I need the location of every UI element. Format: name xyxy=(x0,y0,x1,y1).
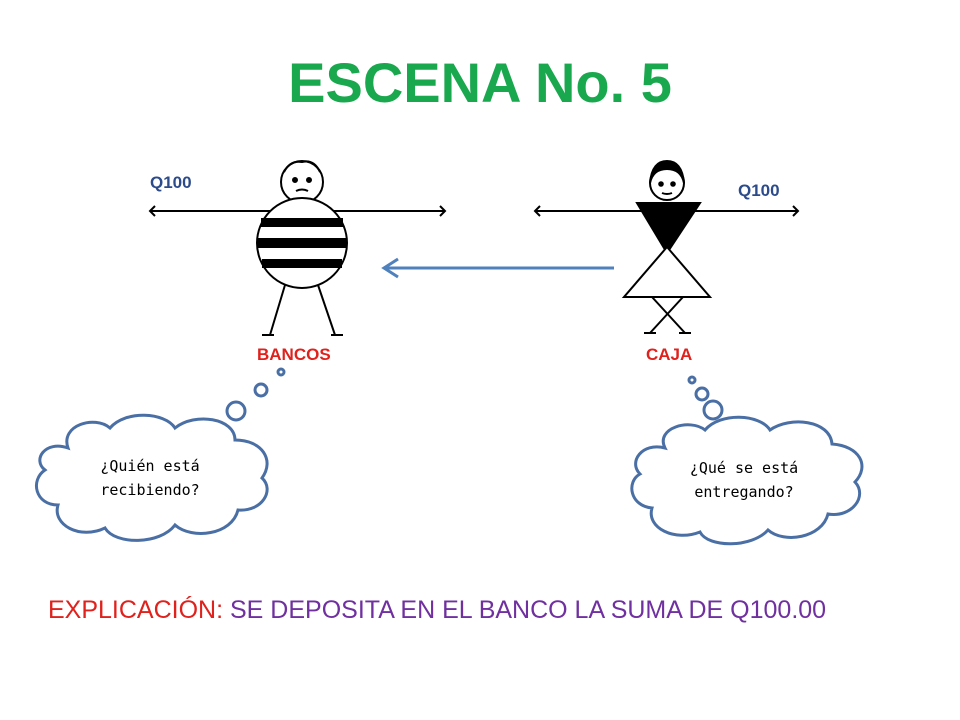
bancos-amount: Q100 xyxy=(150,173,192,192)
bancos-label: BANCOS xyxy=(257,345,331,364)
caja-figure xyxy=(533,159,800,334)
caja-thought-text: ¿Qué se está entregando? xyxy=(664,456,824,504)
scene-title: ESCENA No. 5 xyxy=(288,51,672,114)
bancos-thought-line-2: recibiendo? xyxy=(100,481,200,499)
bancos-figure xyxy=(148,160,447,336)
caja-thought-line-2: entregando? xyxy=(694,483,794,501)
caja-skirt xyxy=(621,245,713,298)
bancos-leg-right xyxy=(317,284,336,336)
caja-thought-line-1: ¿Qué se está xyxy=(689,459,799,477)
caja-label: CAJA xyxy=(646,345,693,364)
caja-amount: Q100 xyxy=(738,181,780,200)
transfer-arrow xyxy=(381,257,614,279)
caja-leg-left xyxy=(651,296,686,334)
caja-top xyxy=(635,202,702,255)
caja-leg-right xyxy=(649,296,684,334)
explanation: EXPLICACIÓN: SE DEPOSITA EN EL BANCO LA … xyxy=(48,596,826,625)
explanation-text: SE DEPOSITA EN EL BANCO LA SUMA DE Q100.… xyxy=(223,596,827,624)
explanation-prefix: EXPLICACIÓN: xyxy=(48,596,224,624)
bancos-thought-line-1: ¿Quién está xyxy=(100,457,200,475)
bancos-leg-left xyxy=(269,284,286,336)
bancos-thought-bubble xyxy=(35,367,286,542)
bancos-thought-text: ¿Quién está recibiendo? xyxy=(70,454,230,502)
caja-thought-bubble xyxy=(630,375,864,546)
